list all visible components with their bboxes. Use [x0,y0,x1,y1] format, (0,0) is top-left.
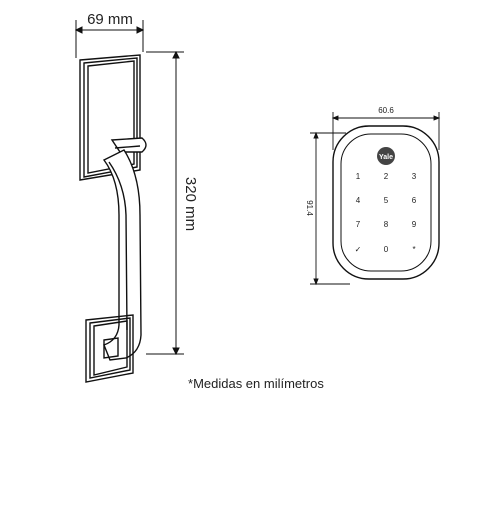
keypad-height-label: 91.4 [305,200,314,216]
width-label: 69 mm [87,11,133,28]
keypad-key-0: 1 [356,172,361,181]
keypad-outer-body [332,125,440,280]
footnote-asterisk: * [188,376,194,391]
keypad-key-2: 3 [412,172,417,181]
keypad-width-dimension [331,112,441,150]
keypad-key-7: 8 [384,220,389,229]
keypad-key-1: 2 [384,172,389,181]
handleset-drawing [79,54,147,383]
footnote: *Medidas en milímetros [188,376,324,391]
keypad-height-dimension [310,131,350,286]
thumb-piece [110,137,147,153]
height-label: 320 mm [182,177,199,231]
keypad-key-5: 6 [412,196,417,205]
keypad-key-3: 4 [356,196,361,205]
bottom-escutcheon [85,314,134,383]
keypad-face [340,133,432,272]
height-dimension [146,50,184,356]
keypad-width-label: 60.6 [378,106,394,115]
keypad-key-11: * [412,245,415,254]
brand-logo: Yale [379,154,393,161]
keypad-key-9: ✓ [355,245,362,254]
footnote-text: Medidas en milímetros [193,376,324,391]
keypad-key-6: 7 [356,220,361,229]
yale-logo-badge [377,147,395,165]
width-dimension [74,20,145,58]
keypad-key-8: 9 [412,220,417,229]
keypad-keys: 1 2 3 4 5 6 7 8 9 ✓ 0 * [355,172,417,254]
keypad-key-4: 5 [384,196,389,205]
keypad-key-10: 0 [384,245,389,254]
keypad-drawing: Yale 1 2 3 4 5 6 7 8 9 ✓ 0 * [332,125,440,280]
handle-grip [102,149,142,361]
